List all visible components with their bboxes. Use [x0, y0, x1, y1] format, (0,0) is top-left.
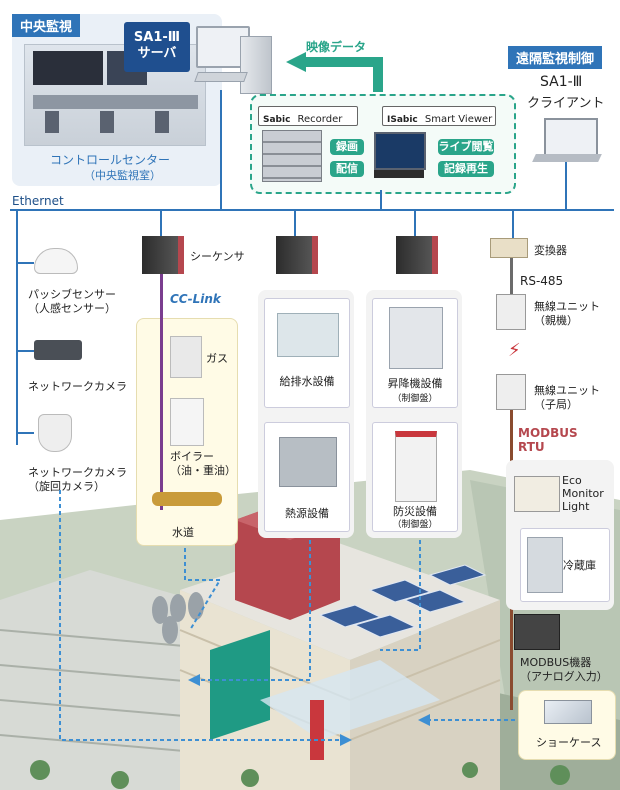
link-software	[380, 190, 382, 210]
gas-label: ガス	[206, 352, 228, 365]
central-monitoring-tag: 中央監視	[12, 14, 81, 37]
ptz-camera-label: ネットワークカメラ （旋回カメラ）	[28, 466, 127, 493]
server-label: SA1-Ⅲ サーバ	[133, 30, 181, 61]
elevator-door-icon	[389, 307, 443, 369]
elevator-tower-icon	[396, 236, 438, 274]
ethernet-label: Ethernet	[12, 194, 64, 208]
sensor-label: パッシブセンサー （人感センサー）	[28, 288, 116, 315]
viewer-label: Smart Viewer	[424, 114, 493, 125]
wireless-link-icon: ⚡	[508, 340, 521, 361]
modbus-device-icon	[514, 614, 560, 650]
gas-meter-icon	[170, 336, 202, 378]
modbus-device-label: MODBUS機器 （アナログ入力）	[520, 656, 608, 683]
ptz-camera-icon	[38, 414, 72, 452]
branch-ptz	[16, 432, 34, 434]
camera-icon	[34, 340, 82, 360]
water-valve-icon	[152, 492, 222, 506]
video-data-label: 映像データ	[306, 40, 367, 54]
cclink-label: CC-Link	[170, 292, 221, 306]
recorder-logo: Sabic	[263, 115, 291, 125]
modbus-rtu-label: MODBUS RTU	[518, 426, 578, 454]
viewer-logo: ISabic	[387, 115, 418, 125]
pill-streaming: 配信	[330, 161, 364, 177]
heat-source-card: 熱源設備	[264, 422, 350, 532]
elevator-sub-label: （制御盤）	[392, 394, 438, 404]
boiler-label: ボイラー （油・重油）	[170, 450, 236, 477]
server-tower-icon	[240, 36, 272, 94]
plc-label: シーケンサ	[190, 250, 245, 263]
recorder-hardware-icon	[262, 130, 322, 182]
client-line2: クライアント	[527, 96, 605, 111]
plc-tower-icon	[142, 236, 184, 274]
pill-live-view: ライブ閲覧	[438, 139, 494, 155]
water-supply-label: 給排水設備	[279, 375, 335, 388]
control-center-subtitle: （中央監視室）	[84, 169, 161, 182]
fire-label: 防災設備	[393, 505, 437, 518]
viewer-keyboard-icon	[374, 170, 424, 178]
eco-monitor-label: Eco Monitor Light	[562, 474, 604, 513]
pill-recording: 録画	[330, 139, 364, 155]
branch-camera	[16, 350, 34, 352]
cooling-tower-icon	[279, 437, 337, 487]
drop-water	[294, 210, 296, 238]
water-tower-icon	[276, 236, 318, 274]
converter-icon	[490, 238, 528, 258]
link-server	[220, 90, 222, 210]
fire-card: 防災設備 （制御盤）	[372, 422, 458, 532]
fridge-card: 冷蔵庫	[520, 528, 610, 602]
wireless-child-label: 無線ユニット （子局）	[534, 384, 600, 411]
showcase-label: ショーケース	[536, 736, 602, 749]
wireless-parent-label: 無線ユニット （親機）	[534, 300, 600, 327]
rs485-label: RS-485	[520, 274, 564, 288]
elevator-card: 昇降機設備 （制御盤）	[372, 298, 458, 408]
link-client	[565, 162, 567, 210]
drop-converter	[512, 210, 514, 240]
control-center-title: コントロールセンター	[50, 153, 171, 167]
fire-panel-icon	[395, 431, 437, 502]
pill-playback: 記録再生	[438, 161, 494, 177]
showcase-icon	[544, 700, 592, 724]
water-label: 水道	[172, 526, 194, 539]
water-supply-card: 給排水設備	[264, 298, 350, 408]
server-label-box: SA1-Ⅲ サーバ	[124, 22, 190, 72]
fridge-label: 冷蔵庫	[563, 559, 596, 572]
viewer-logo-box: ISabic Smart Viewer	[382, 106, 496, 126]
wireless-child-icon	[496, 374, 526, 410]
drop-plc	[160, 210, 162, 238]
camera-label: ネットワークカメラ	[28, 380, 127, 393]
converter-label: 変換器	[534, 244, 567, 257]
ethernet-line	[10, 209, 614, 211]
cclink-line	[160, 274, 163, 510]
left-device-line	[16, 210, 18, 445]
drop-elevator	[414, 210, 416, 238]
fire-sub-label: （制御盤）	[392, 520, 438, 530]
wireless-parent-icon	[496, 294, 526, 330]
elevator-label: 昇降機設備	[387, 377, 443, 390]
recorder-label: Recorder	[297, 114, 343, 125]
remote-monitoring-tag: 遠隔監視制御	[508, 46, 603, 69]
branch-sensor	[16, 262, 34, 264]
viewer-pc-icon	[374, 132, 426, 170]
eco-monitor-icon	[514, 476, 560, 512]
water-tank-icon	[277, 313, 339, 357]
fridge-icon	[527, 537, 563, 593]
client-line1: SA1-Ⅲ	[540, 74, 583, 90]
recorder-logo-box: Sabic Recorder	[258, 106, 358, 126]
boiler-icon	[170, 398, 204, 446]
heat-source-label: 熱源設備	[285, 507, 329, 520]
rs485-line	[510, 258, 513, 298]
